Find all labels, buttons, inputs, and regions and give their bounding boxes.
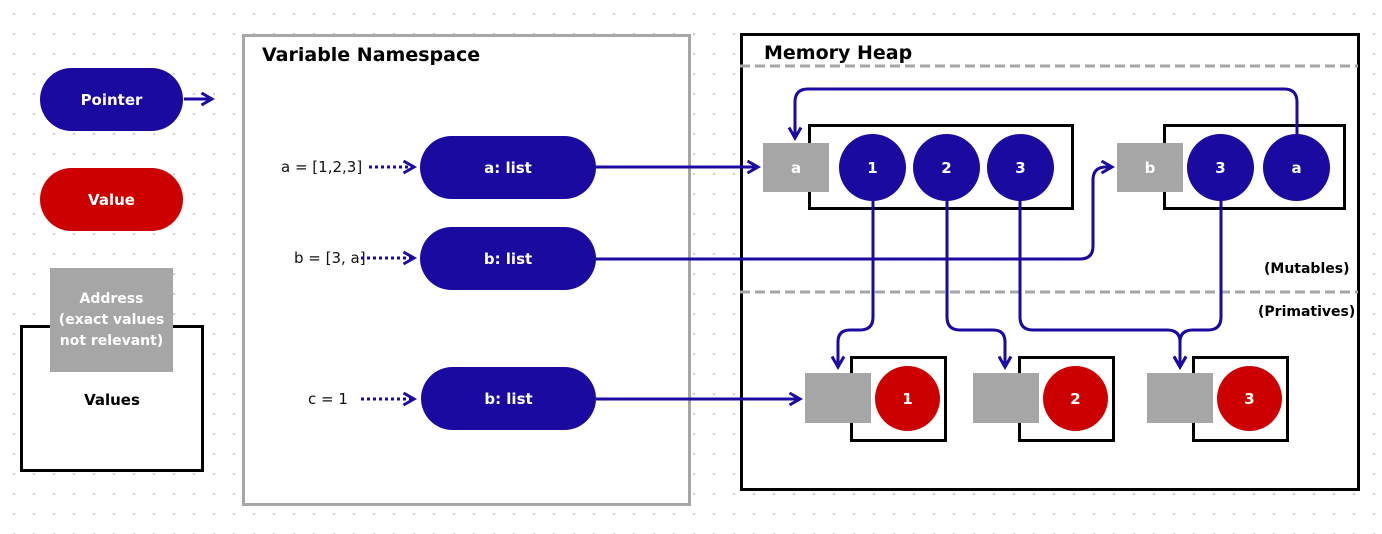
legend-value: Value <box>40 168 183 231</box>
code-line-a: a = [1,2,3] <box>281 158 363 176</box>
pointer-c-label: b: list <box>484 389 533 408</box>
pointer-c: b: list <box>421 367 596 430</box>
list-a-item-3: 3 <box>987 134 1054 201</box>
heap-title: Memory Heap <box>764 42 913 64</box>
pointer-b-label: b: list <box>483 249 533 268</box>
list-a-item-1: 1 <box>839 134 906 201</box>
list-a-address: a <box>763 143 829 192</box>
legend-pointer-label: Pointer <box>80 90 143 109</box>
pointer-a-label: a: list <box>484 158 532 177</box>
mutables-label: (Mutables) <box>1264 261 1350 277</box>
primitive-3-value: 3 <box>1217 366 1282 431</box>
list-b-item-1: 3 <box>1187 134 1254 201</box>
legend-value-label: Value <box>88 190 135 209</box>
legend-pointer: Pointer <box>40 68 183 131</box>
legend-address: Address (exact values not relevant) <box>50 268 173 372</box>
primitive-2-value: 2 <box>1043 366 1108 431</box>
primitive-3-address <box>1147 373 1213 423</box>
pointer-a: a: list <box>420 136 596 199</box>
list-b-address: b <box>1117 143 1183 192</box>
primitives-label: (Primatives) <box>1258 304 1356 320</box>
primitive-1-address <box>805 373 871 423</box>
legend-values-label: Values <box>84 391 140 409</box>
list-b-item-2: a <box>1263 134 1330 201</box>
list-a-item-2: 2 <box>913 134 980 201</box>
primitive-1-value: 1 <box>875 366 940 431</box>
namespace-title: Variable Namespace <box>262 44 481 66</box>
code-line-c: c = 1 <box>308 390 348 408</box>
pointer-b: b: list <box>420 227 596 290</box>
primitive-2-address <box>973 373 1039 423</box>
code-line-b: b = [3, a] <box>294 249 366 267</box>
